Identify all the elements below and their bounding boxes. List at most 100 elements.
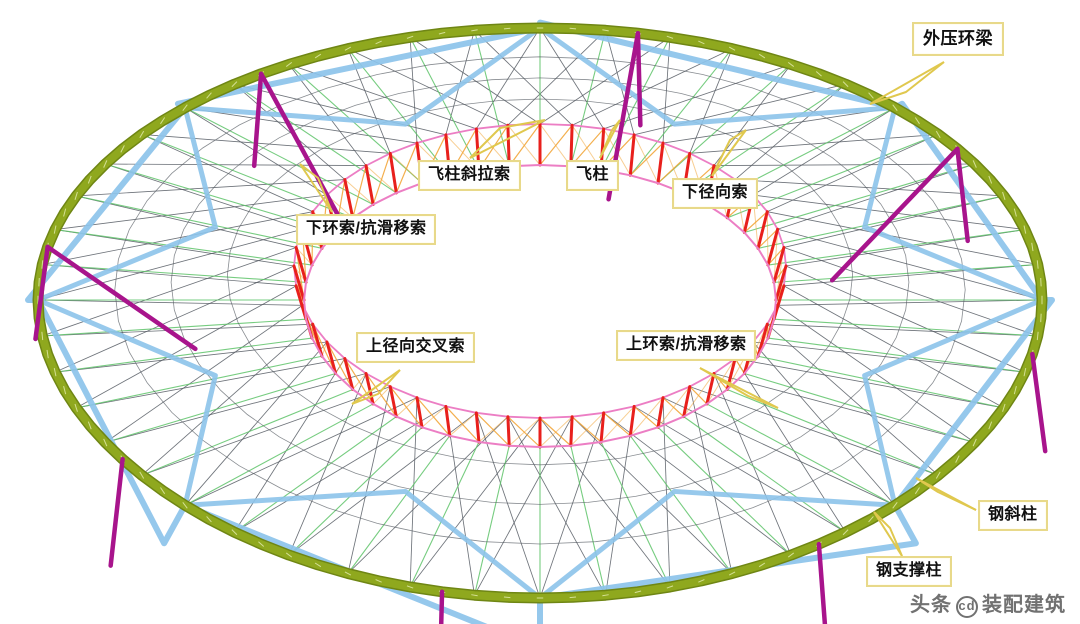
label-steel-support-column[interactable]: 钢支撑柱 — [866, 556, 953, 587]
upper-radial-crossed-cable — [783, 195, 1004, 248]
ring-lattice-tick — [53, 225, 57, 234]
upper-radial-crossed-cable — [766, 323, 939, 476]
flying-column-stay-cable — [773, 229, 779, 283]
ring-lattice-tick — [1002, 191, 1006, 200]
label-steel-inclined-column[interactable]: 钢斜柱 — [978, 500, 1048, 531]
flying-column — [569, 123, 574, 168]
lower-radial-cable — [234, 416, 397, 533]
ring-lattice-tick — [868, 516, 874, 523]
upper-radial-crossed-cable — [445, 406, 475, 596]
ring-lattice-tick — [87, 421, 92, 430]
upper-radial-crossed-cable — [141, 133, 391, 154]
ring-lattice-tick — [344, 46, 352, 51]
ring-lattice-tick — [503, 596, 511, 599]
upper-radial-crossed-cable — [475, 27, 541, 130]
ring-lattice-tick — [602, 594, 609, 597]
ring-lattice-tick — [988, 421, 993, 430]
label-flying-column-stay-cable[interactable]: 飞柱斜拉索 — [418, 160, 521, 191]
ring-lattice-tick — [74, 403, 78, 412]
watermark-mark-icon: cd — [956, 596, 978, 618]
upper-radial-crossed-cable — [141, 323, 314, 476]
flying-column — [311, 322, 324, 358]
ring-lattice-tick — [406, 35, 414, 39]
ring-lattice-tick — [438, 31, 446, 35]
flying-column — [343, 178, 355, 220]
ring-lattice-tick — [160, 487, 166, 495]
ring-lattice-tick — [471, 29, 478, 32]
flying-column-stay-cable — [395, 142, 418, 194]
upper-radial-crossed-cable — [767, 323, 1038, 337]
flying-column-stay-cable — [570, 412, 605, 447]
ring-lattice-tick — [955, 455, 960, 463]
flying-column — [656, 141, 665, 185]
lower-radial-cable — [683, 416, 846, 533]
flying-column — [474, 411, 481, 444]
ring-lattice-tick — [666, 35, 674, 39]
steel-inclined-column — [1030, 351, 1048, 454]
ring-lattice-tick — [471, 594, 478, 597]
lower-radial-cable — [600, 441, 671, 588]
lower-radial-cable — [473, 445, 510, 596]
upper-radial-crossed-cable — [767, 211, 1038, 265]
ring-lattice-tick — [314, 53, 322, 59]
label-outer-compression-ring[interactable]: 外压环梁 — [912, 22, 1004, 56]
label-upper-hoop-anti-slip-cable[interactable]: 上环索/抗滑移索 — [616, 330, 757, 361]
lower-radial-cable — [347, 48, 451, 176]
ring-lattice-tick — [935, 130, 941, 139]
upper-radial-crossed-cable — [409, 397, 418, 588]
ring-lattice-tick — [258, 541, 265, 547]
steel-inclined-column — [829, 146, 960, 283]
ring-lattice-tick — [728, 46, 736, 51]
label-lower-hoop-anti-slip-cable[interactable]: 下环索/抗滑移索 — [296, 214, 437, 245]
flying-column — [294, 245, 308, 284]
label-lower-radial-cable[interactable]: 下径向索 — [672, 178, 759, 209]
label-flying-column[interactable]: 飞柱 — [566, 160, 620, 191]
upper-radial-crossed-cable — [55, 341, 328, 373]
upper-radial-crossed-cable — [76, 285, 297, 409]
ring-lattice-tick — [569, 27, 577, 30]
flying-column — [292, 264, 306, 302]
steel-inclined-column — [816, 541, 828, 624]
ring-lattice-tick — [1023, 367, 1027, 377]
lower-radial-cable — [773, 263, 1038, 283]
steel-inclined-column — [955, 146, 970, 244]
upper-radial-crossed-cable — [474, 30, 573, 126]
upper-radial-crossed-cable — [752, 194, 1025, 231]
steel-inclined-column — [45, 244, 198, 352]
flying-column — [506, 415, 511, 448]
upper-radial-crossed-cable — [752, 107, 896, 196]
watermark-suffix: 装配建筑 — [982, 594, 1066, 616]
upper-radial-crossed-cable — [735, 358, 1004, 409]
flying-column — [772, 245, 786, 284]
mesh-hoop-ring — [114, 56, 966, 545]
lower-radial-cable — [42, 263, 307, 283]
lower-radial-cable — [55, 337, 313, 373]
upper-radial-crossed-cable — [713, 373, 975, 443]
watermark-prefix: 头条 — [910, 594, 952, 616]
ring-lattice-tick — [758, 562, 766, 568]
steel-inclined-column — [438, 589, 445, 624]
steel-support-brace — [182, 488, 543, 601]
ring-lattice-tick — [787, 61, 795, 67]
label-upper-radial-crossed-cable[interactable]: 上径向交叉索 — [356, 332, 476, 363]
flying-column-stay-cable — [352, 373, 367, 390]
steel-inclined-column — [33, 244, 50, 342]
upper-radial-crossed-cable — [783, 264, 1038, 287]
upper-radial-crossed-cable — [713, 163, 975, 167]
lower-radial-cable — [706, 403, 896, 506]
ring-lattice-tick — [160, 117, 166, 125]
ring-lattice-tick — [41, 331, 44, 341]
lower-radial-cable — [105, 372, 336, 444]
upper-radial-crossed-cable — [184, 397, 418, 506]
upper-radial-crossed-cable — [689, 133, 939, 154]
upper-radial-crossed-cable — [662, 107, 896, 144]
upper-radial-crossed-cable — [603, 412, 792, 556]
ring-lattice-tick — [63, 386, 67, 395]
upper-radial-crossed-cable — [539, 417, 671, 588]
flying-column — [294, 284, 308, 321]
ring-lattice-tick — [666, 585, 674, 589]
steel-support-brace — [35, 105, 218, 303]
upper-radial-crossed-cable — [37, 299, 303, 306]
